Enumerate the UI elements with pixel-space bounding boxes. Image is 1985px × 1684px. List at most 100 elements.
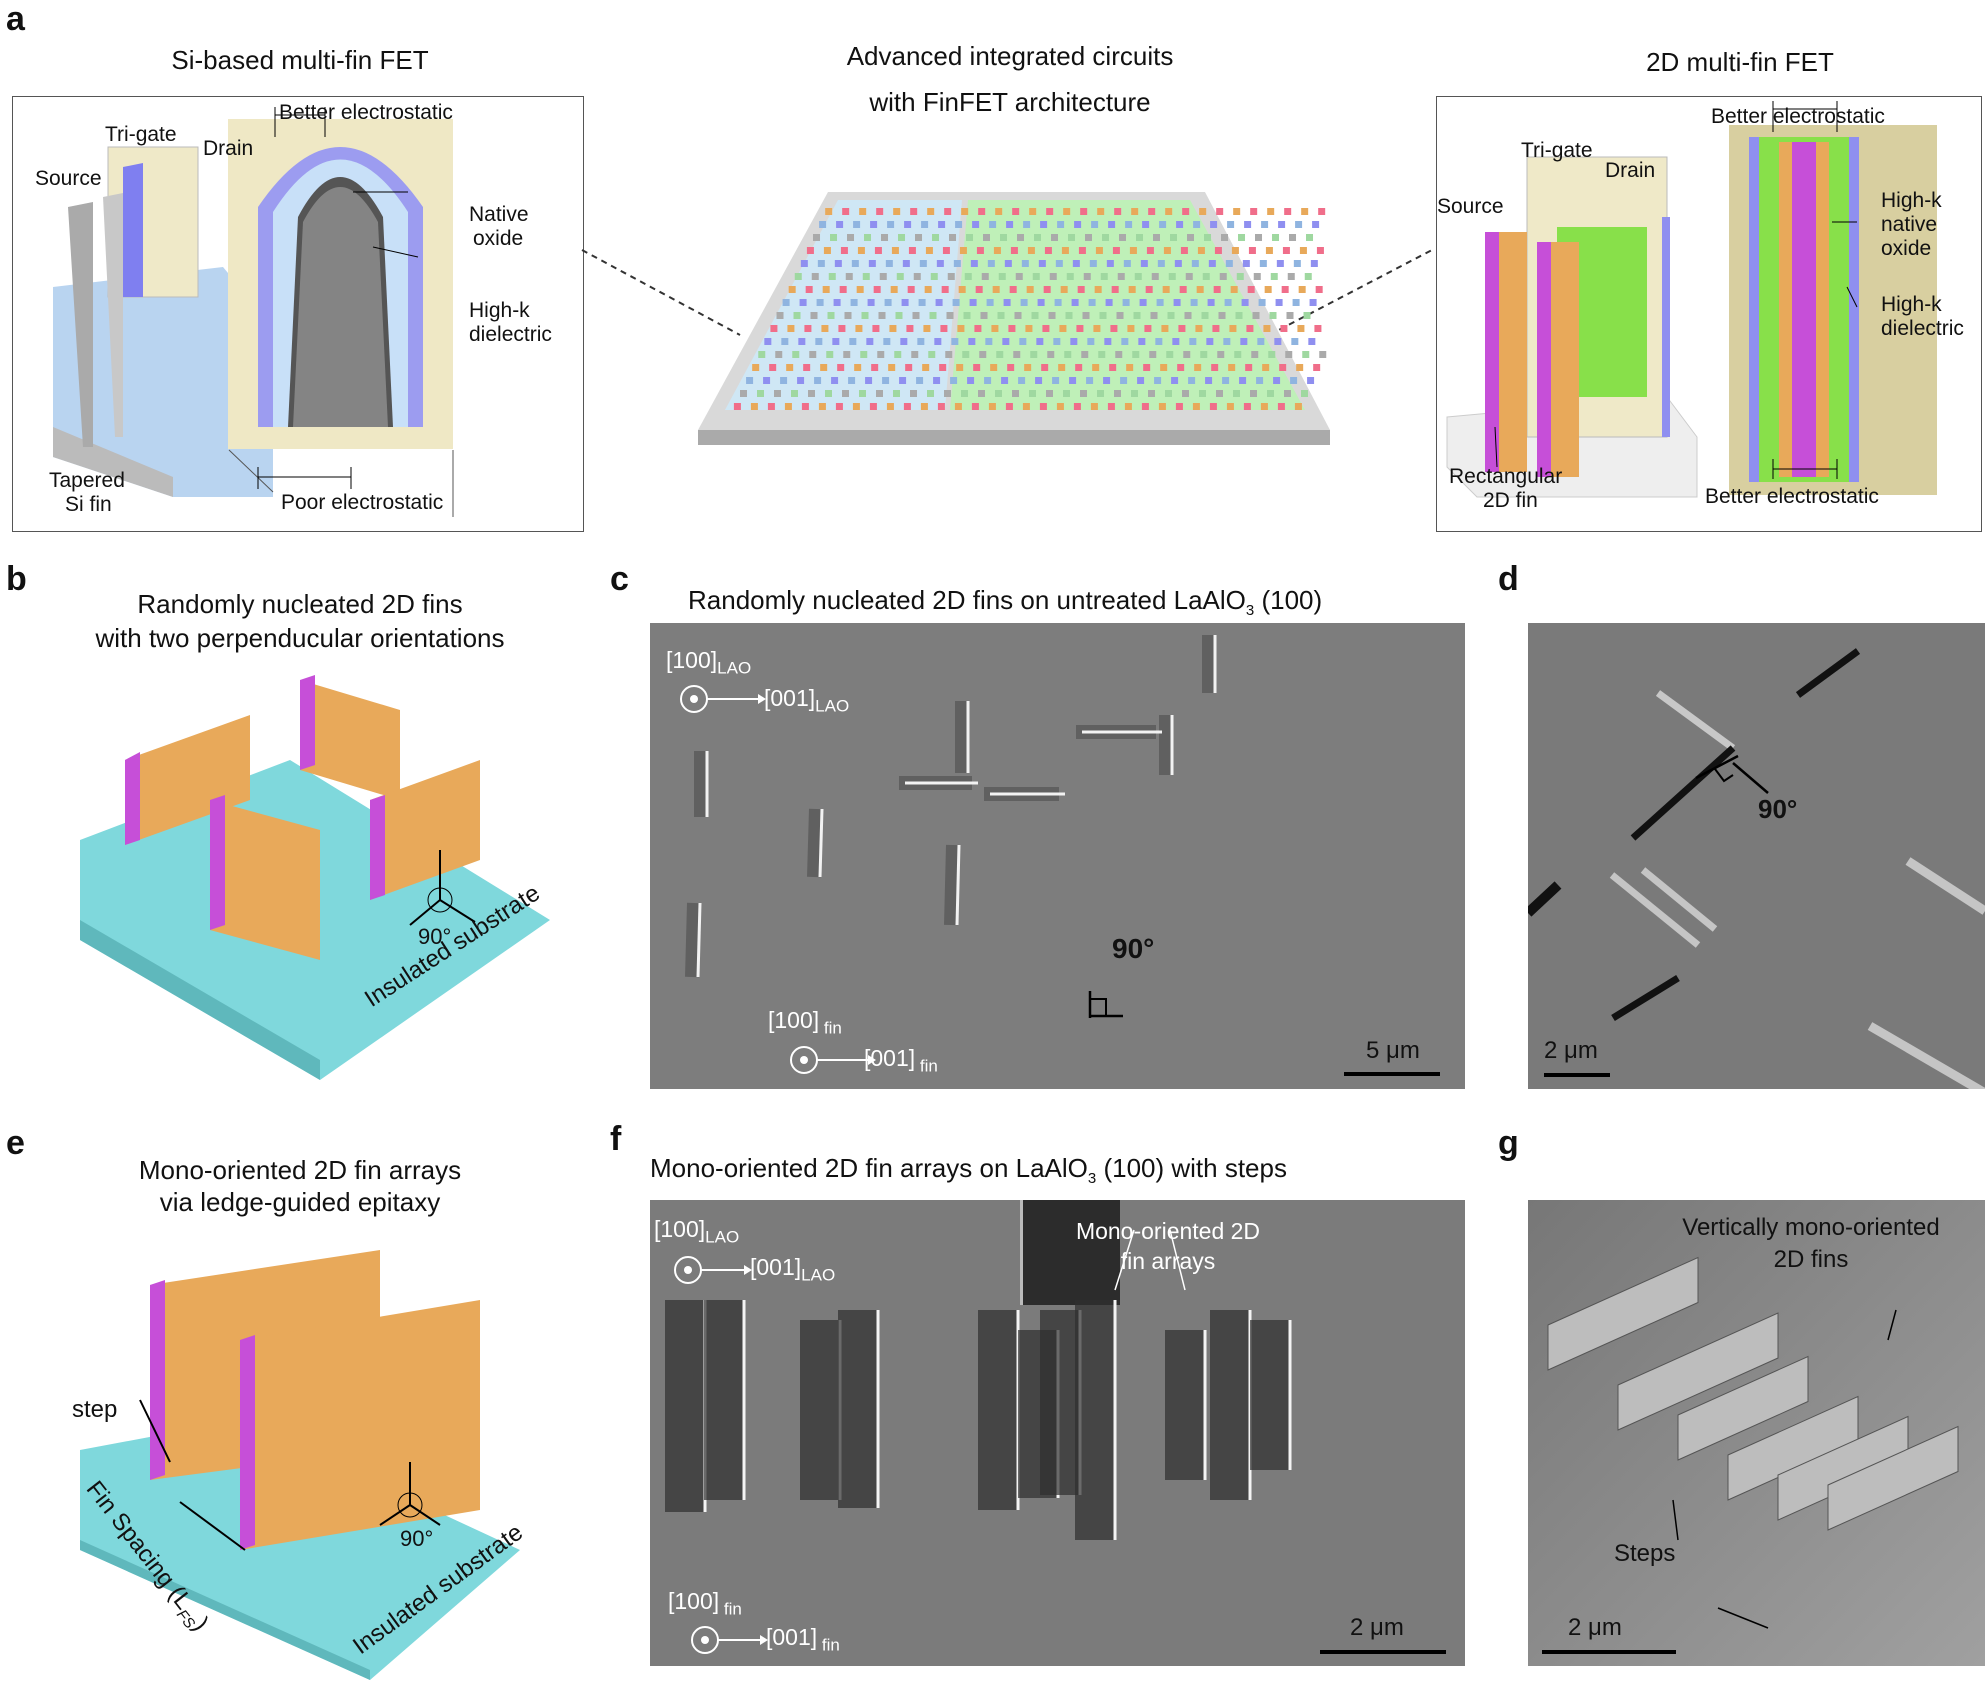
- chip-device: [1088, 299, 1096, 306]
- fin-shadow: [1165, 1330, 1205, 1480]
- chip-device: [1316, 247, 1324, 254]
- chip-device: [1031, 312, 1039, 319]
- chip-device: [1126, 364, 1134, 371]
- chip-device: [786, 364, 794, 371]
- chip-device: [1110, 325, 1118, 332]
- fin-shadow: [1040, 1310, 1080, 1495]
- fin: [1547, 1256, 1699, 1371]
- chip-device: [949, 234, 957, 241]
- chip-device: [797, 377, 805, 384]
- center-title-line2: with FinFET architecture: [869, 87, 1151, 117]
- source-label: Source: [35, 167, 102, 190]
- chip-device: [1183, 351, 1191, 358]
- chip-device: [1029, 208, 1037, 215]
- fin-shadow: [704, 1300, 744, 1500]
- chip-device: [1112, 247, 1120, 254]
- tri-gate-2d-label: Tri-gate: [1521, 139, 1593, 162]
- chip-device: [979, 351, 987, 358]
- chip-device: [1167, 312, 1175, 319]
- chip-device: [750, 403, 758, 410]
- chip-device: [866, 338, 874, 345]
- chip-device: [1155, 338, 1163, 345]
- chip-device: [972, 221, 980, 228]
- chip-device: [1091, 221, 1099, 228]
- chip-device: [1046, 390, 1053, 397]
- chip-device: [1063, 390, 1070, 397]
- sem-image-f: [100]LAO [001]LAO [100] fin [001] fin Mo…: [650, 1200, 1465, 1666]
- chip-device: [844, 312, 852, 319]
- chip-device: [856, 286, 864, 293]
- panel-f-title: Mono-oriented 2D fin arrays on LaAlO3 (1…: [650, 1153, 1287, 1188]
- highk-label-2: dielectric: [469, 323, 552, 346]
- chip-device: [1065, 312, 1073, 319]
- chip-device: [799, 299, 807, 306]
- chip-device: [819, 221, 827, 228]
- chip-device: [1312, 221, 1320, 228]
- chip-device: [917, 338, 925, 345]
- panel-label-g: g: [1498, 1124, 1519, 1162]
- chip-device: [1289, 234, 1297, 241]
- chip-device: [1027, 247, 1035, 254]
- chip-device: [787, 325, 795, 332]
- chip-device: [904, 221, 912, 228]
- chip-device: [876, 208, 884, 215]
- c-scale: 5 μm: [1366, 1037, 1420, 1064]
- chip-device: [1053, 338, 1061, 345]
- chip-device: [1161, 325, 1169, 332]
- chip-device: [1165, 390, 1172, 397]
- chip-device: [1168, 273, 1176, 280]
- source-2d-label: Source: [1437, 195, 1504, 218]
- chip-device: [1182, 208, 1190, 215]
- f-scale: 2 μm: [1350, 1614, 1404, 1641]
- chip-device: [752, 364, 760, 371]
- chip-device: [843, 351, 851, 358]
- chip-device: [1205, 377, 1213, 384]
- chip-device: [911, 351, 919, 358]
- chip-device: [992, 286, 1000, 293]
- chip-device: [775, 351, 783, 358]
- sem-image-c: [100]LAO [001]LAO [100] fin [001] fin 90…: [650, 623, 1465, 1089]
- c-lao-100: [100]LAO: [666, 647, 752, 678]
- chip-device: [925, 247, 933, 254]
- chip-device: [927, 208, 935, 215]
- chip-device: [1172, 338, 1180, 345]
- chip-device: [1200, 351, 1208, 358]
- chip-device: [1269, 312, 1277, 319]
- chip-device: [1264, 286, 1272, 293]
- poor-electrostatic-label: Poor electrostatic: [281, 491, 444, 514]
- chip-device: [1238, 234, 1246, 241]
- chip-device: [1081, 351, 1089, 358]
- chip-device: [952, 299, 960, 306]
- highk-native-1: High-k: [1881, 189, 1942, 212]
- chip-device: [1070, 338, 1078, 345]
- chip-device: [1252, 312, 1260, 319]
- chip-device: [912, 312, 920, 319]
- chip-device: [1199, 390, 1206, 397]
- chip-device: [1149, 351, 1157, 358]
- chip-device: [1132, 351, 1140, 358]
- rectangular-label-2: 2D fin: [1483, 489, 1538, 512]
- 2d-finfet-title: 2D multi-fin FET: [1646, 47, 1834, 77]
- chip-device: [973, 364, 981, 371]
- chip-device: [1228, 364, 1236, 371]
- chip-device: [1296, 364, 1304, 371]
- chip-device: [966, 234, 974, 241]
- chip-device: [921, 221, 929, 228]
- chip-device: [1318, 208, 1326, 215]
- chip-device: [1127, 325, 1135, 332]
- chip-device: [1292, 299, 1300, 306]
- chip-device: [1043, 286, 1051, 293]
- highk-diel-2: dielectric: [1881, 317, 1964, 340]
- chip-device: [793, 312, 801, 319]
- chip-device: [944, 208, 952, 215]
- chip-device: [1314, 325, 1322, 332]
- chip-device: [816, 299, 824, 306]
- chip-device: [1282, 247, 1290, 254]
- chip-device: [1122, 299, 1130, 306]
- chip-device: [1146, 247, 1154, 254]
- chip-device: [957, 325, 965, 332]
- si-finfet-drawing: [53, 107, 454, 517]
- chip-device: [995, 390, 1002, 397]
- chip-device: [1099, 312, 1107, 319]
- chip-device: [788, 286, 796, 293]
